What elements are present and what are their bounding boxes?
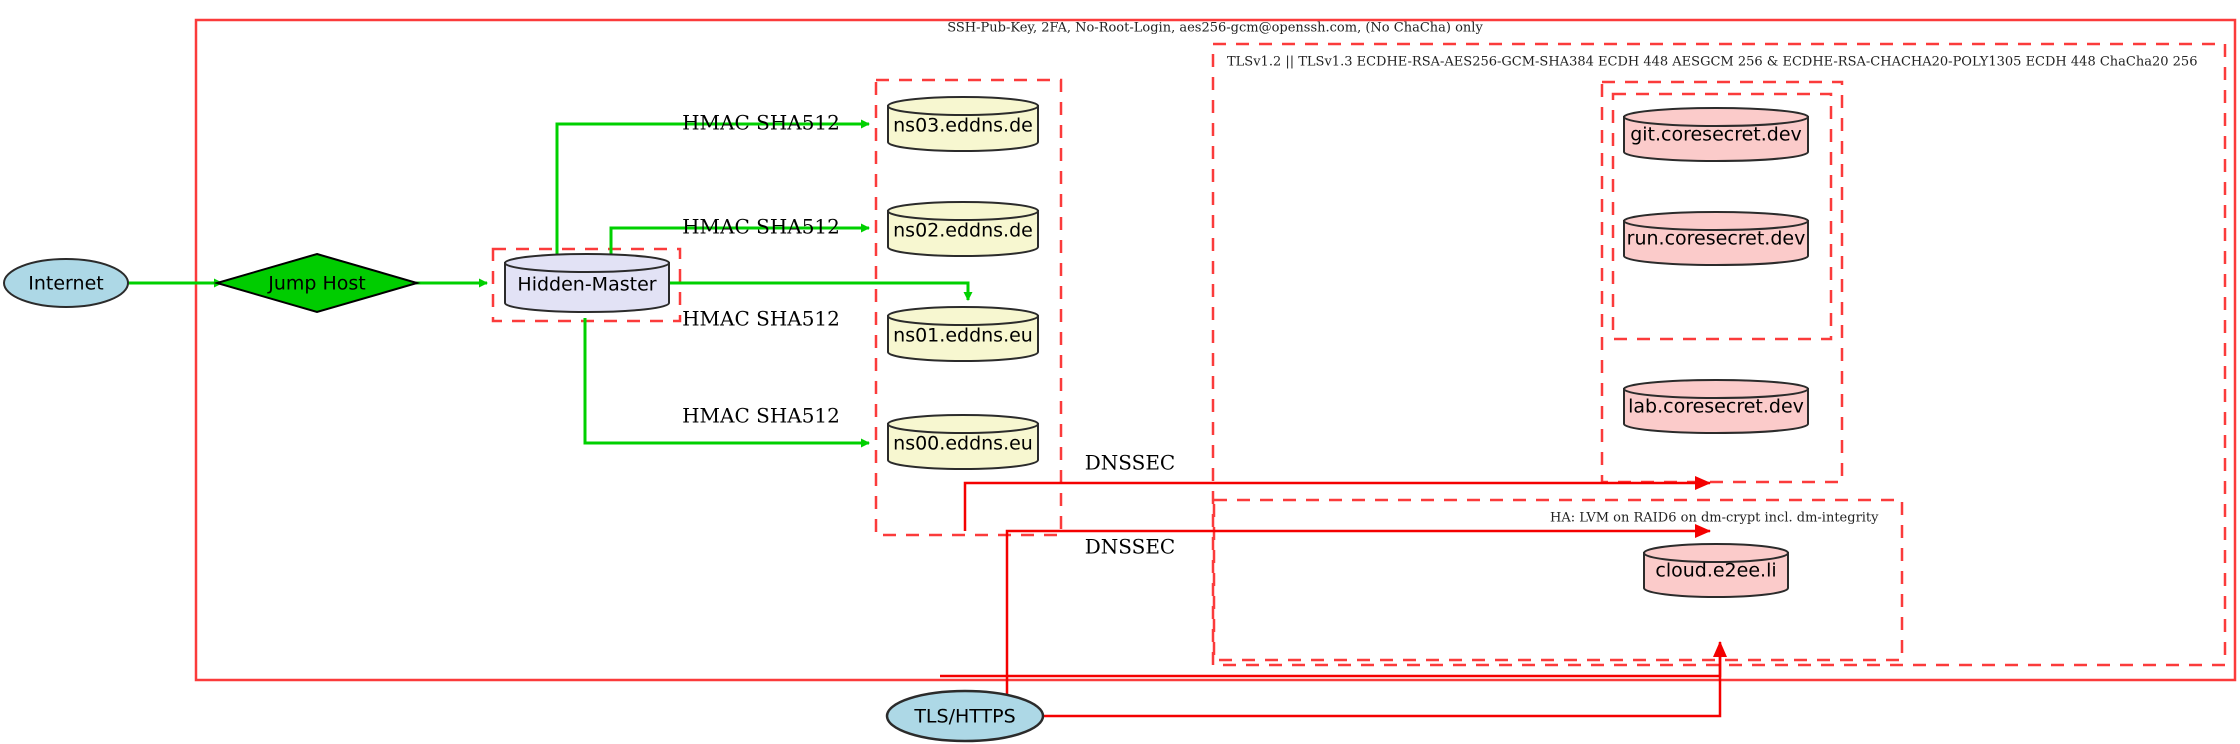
- ns03-label: ns03.eddns.de: [893, 115, 1033, 137]
- edge-tls-ha: [1043, 650, 1722, 718]
- edge-dnssec-ha: DNSSEC: [1005, 524, 1711, 716]
- ns02-body: [887, 210, 1039, 257]
- coresecret-outer-zone-rect: [1600, 80, 1844, 484]
- edge-label-hmac-ns01: HMAC SHA512: [682, 307, 840, 331]
- lab-label: lab.coresecret.dev: [1628, 396, 1804, 418]
- edge-line: [963, 476, 1711, 531]
- git-top: [1623, 107, 1809, 127]
- edge-master-ns01: HMAC SHA512: [670, 281, 973, 331]
- boundary-ssh-zone: SSH-Pub-Key, 2FA, No-Root-Login, aes256-…: [194, 18, 2237, 682]
- master-top: [504, 253, 670, 273]
- edge-dnssec-coresecret: DNSSEC: [963, 451, 1711, 531]
- edge-label-hmac-ns02: HMAC SHA512: [682, 215, 840, 239]
- ns03-body: [887, 105, 1039, 152]
- cloud-top: [1643, 543, 1789, 563]
- ns00-label: ns00.eddns.eu: [893, 433, 1033, 455]
- ns00-top: [887, 414, 1039, 434]
- cloud-label: cloud.e2ee.li: [1655, 560, 1776, 582]
- node-cloud-e2ee[interactable]: cloud.e2ee.li: [1643, 543, 1789, 598]
- edge-master-ns03: HMAC SHA512: [555, 111, 870, 255]
- ssh-zone-rect: [194, 18, 2237, 682]
- boundary-dns-zone: [874, 78, 1063, 537]
- ssh-zone-label: SSH-Pub-Key, 2FA, No-Root-Login, aes256-…: [947, 21, 1483, 36]
- tls-https-label: TLS/HTTPS: [913, 706, 1015, 728]
- node-lab-coresecret[interactable]: lab.coresecret.dev: [1623, 379, 1809, 434]
- node-run-coresecret[interactable]: run.coresecret.dev: [1623, 211, 1809, 266]
- master-body: [504, 262, 670, 313]
- edge-label-dnssec-coresecret: DNSSEC: [1085, 451, 1176, 475]
- edge-line: [609, 223, 870, 255]
- edge-line: [555, 119, 870, 255]
- boundary-ha-zone: HA: LVM on RAID6 on dm-crypt incl. dm-in…: [1212, 498, 1904, 662]
- edge-label-hmac-ns03: HMAC SHA512: [682, 111, 840, 135]
- node-jumphost[interactable]: Jump Host: [213, 252, 421, 314]
- node-ns03[interactable]: ns03.eddns.de: [887, 96, 1039, 152]
- boundary-coresecret-outer-zone: [1600, 80, 1844, 484]
- edge-line: [940, 641, 1727, 678]
- edge-label-dnssec-ha: DNSSEC: [1085, 535, 1176, 559]
- ns01-body: [887, 315, 1039, 362]
- node-ns01[interactable]: ns01.eddns.eu: [887, 306, 1039, 362]
- git-label: git.coresecret.dev: [1630, 124, 1802, 146]
- jumphost-diamond: [213, 252, 421, 314]
- ns01-label: ns01.eddns.eu: [893, 325, 1033, 347]
- edge-line: [583, 318, 870, 448]
- ha-zone-label: HA: LVM on RAID6 on dm-crypt incl. dm-in…: [1550, 511, 1879, 526]
- node-ns02[interactable]: ns02.eddns.de: [887, 201, 1039, 257]
- edge-label-hmac-ns00: HMAC SHA512: [682, 404, 840, 428]
- cloud-body: [1643, 552, 1789, 598]
- node-internet[interactable]: Internet: [3, 258, 129, 308]
- ha-zone-rect: [1212, 498, 1904, 662]
- internet-ellipse: [3, 258, 129, 308]
- jumphost-label: Jump Host: [267, 273, 366, 295]
- ns03-top: [887, 96, 1039, 116]
- lab-top: [1623, 379, 1809, 399]
- edge-line: [1005, 524, 1711, 716]
- git-body: [1623, 116, 1809, 162]
- node-hidden-master[interactable]: Hidden-Master: [504, 253, 670, 313]
- internet-label: Internet: [28, 273, 103, 295]
- dns-zone-rect: [874, 78, 1063, 537]
- ns02-top: [887, 201, 1039, 221]
- edge-master-ns02: HMAC SHA512: [609, 215, 870, 255]
- ns00-body: [887, 423, 1039, 470]
- tls-zone-label: TLSv1.2 || TLSv1.3 ECDHE-RSA-AES256-GCM-…: [1227, 55, 2197, 70]
- edge-line: [1043, 650, 1722, 718]
- edge-master-ns00: HMAC SHA512: [583, 318, 870, 448]
- lab-body: [1623, 388, 1809, 434]
- hidden-master-label: Hidden-Master: [517, 274, 656, 296]
- run-body: [1623, 220, 1809, 266]
- node-git-coresecret[interactable]: git.coresecret.dev: [1623, 107, 1809, 162]
- run-top: [1623, 211, 1809, 231]
- ns01-top: [887, 306, 1039, 326]
- ns02-label: ns02.eddns.de: [893, 220, 1033, 242]
- edge-tls-coresecret: [940, 641, 1727, 678]
- node-tls-https[interactable]: TLS/HTTPS: [885, 689, 1045, 743]
- run-label: run.coresecret.dev: [1627, 228, 1806, 250]
- edge-line: [670, 281, 973, 301]
- tls-https-ellipse: [885, 689, 1045, 743]
- node-ns00[interactable]: ns00.eddns.eu: [887, 414, 1039, 470]
